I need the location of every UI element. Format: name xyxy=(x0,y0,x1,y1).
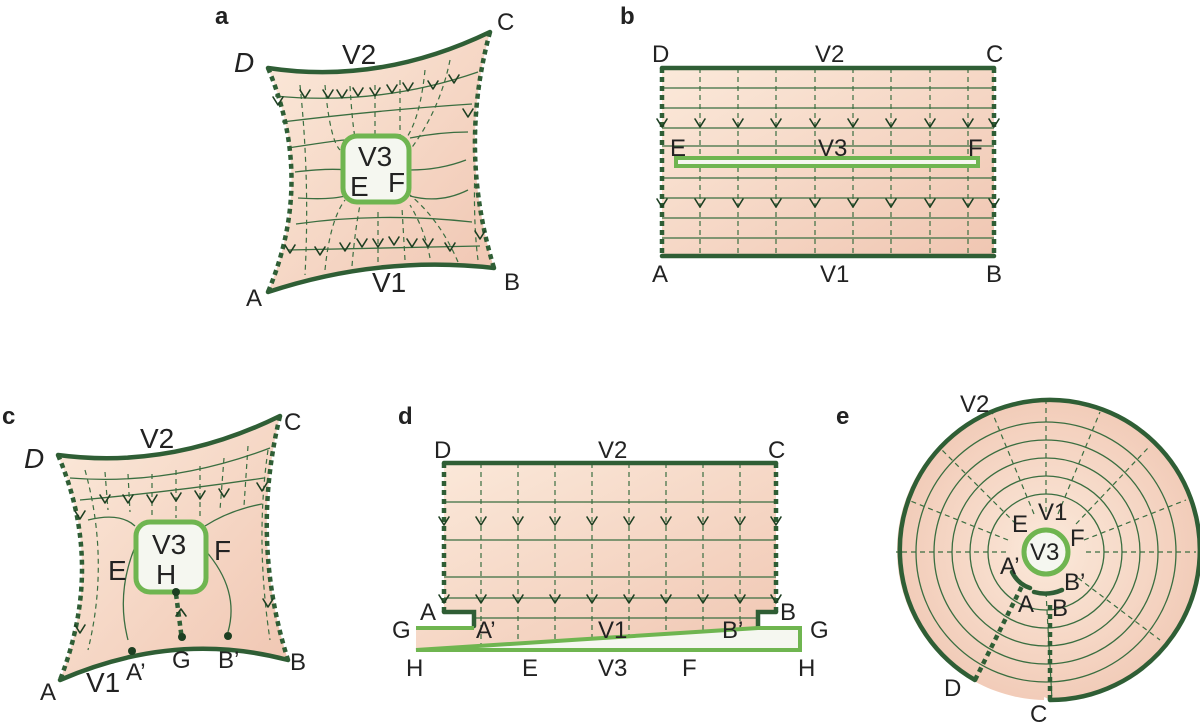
panel-a-vertex-c: C xyxy=(497,9,514,36)
panel-c-point-h xyxy=(172,588,180,596)
panel-e: e V3 V1 E F A’ B’ A B D C V2 xyxy=(836,391,1200,725)
panel-d-middle-label: V1 xyxy=(598,617,627,644)
panel-d-grid xyxy=(444,463,776,650)
panel-a-vertex-a: A xyxy=(246,285,262,312)
panel-e-label-bprime: B’ xyxy=(1064,569,1085,596)
panel-e-label-f: F xyxy=(1070,525,1085,552)
panel-c-edge-bottom xyxy=(57,646,291,683)
panel-c-edge-top xyxy=(55,413,283,461)
panel-e-label-c: C xyxy=(1030,701,1047,725)
panel-e-hole xyxy=(1021,527,1071,577)
panel-d-region xyxy=(416,463,800,650)
panel-letter-a: a xyxy=(215,3,229,30)
panel-e-outer-label: V2 xyxy=(960,391,989,418)
panel-d-top-label: V2 xyxy=(598,437,627,464)
panel-letter-c: c xyxy=(2,403,15,430)
panel-a-vertex-d: D xyxy=(234,47,254,78)
panel-c-vertex-d: D xyxy=(24,443,44,474)
panel-a-hole-label: V3 xyxy=(358,141,392,172)
panel-d-edge-a-aprime xyxy=(441,609,477,629)
panel-a-bottom-label: V1 xyxy=(372,267,406,298)
panel-d-bottom-edge xyxy=(415,626,802,652)
panel-e-label-e: E xyxy=(1012,511,1028,538)
panel-e-inner-label: V1 xyxy=(1038,499,1067,526)
panel-c-vertex-c: C xyxy=(284,409,301,436)
panel-e-edge-a-aprime xyxy=(1009,569,1033,591)
panel-c-grid xyxy=(69,445,271,651)
panel-d-label-h-left: H xyxy=(406,655,423,682)
panel-d-vertex-c: C xyxy=(768,437,785,464)
panel-c-hole-left-label: E xyxy=(108,555,127,586)
panel-e-outer-disk xyxy=(899,400,1200,700)
panel-e-label-b: B xyxy=(1052,595,1068,622)
panel-a-top-label: V2 xyxy=(342,39,376,70)
panel-letter-e: e xyxy=(836,403,849,430)
panel-c-point-aprime xyxy=(128,647,136,655)
panel-d-bottom-label: V3 xyxy=(598,655,627,682)
panel-d-label-g-left: G xyxy=(392,617,411,644)
panel-letter-d: d xyxy=(398,403,413,430)
panel-d-label-aprime: A’ xyxy=(476,617,496,644)
panel-a-edge-bottom xyxy=(265,262,497,295)
panel-c-edge-left xyxy=(55,454,85,681)
panel-b-slit-label: V3 xyxy=(818,135,847,162)
panel-d-label-e: E xyxy=(522,655,538,682)
panel-c-bottom-label: V1 xyxy=(86,667,120,698)
panel-b-vertex-a: A xyxy=(652,261,668,288)
panel-e-outer-edge xyxy=(897,397,1200,703)
panel-e-edge-b-bprime xyxy=(1031,587,1065,596)
panel-a-vertex-b: B xyxy=(504,269,520,296)
panel-a-edge-right xyxy=(472,31,497,269)
panel-letter-b: b xyxy=(620,3,635,30)
panel-b-vertex-b: B xyxy=(986,261,1002,288)
panel-c: c xyxy=(2,403,306,706)
panel-c-hole-label: V3 xyxy=(152,529,186,560)
panel-b-vertex-c: C xyxy=(986,41,1003,68)
panel-e-hole-label: V3 xyxy=(1030,539,1059,566)
panel-a-edge-top xyxy=(265,29,493,75)
panel-d-label-bprime: B’ xyxy=(722,617,743,644)
panel-c-label-bprime: B’ xyxy=(218,647,239,674)
panel-d-label-f: F xyxy=(682,655,697,682)
panel-a: a xyxy=(215,3,520,312)
panel-c-label-aprime: A’ xyxy=(126,659,146,686)
panel-d-label-h-right: H xyxy=(798,655,815,682)
panel-b-top-label: V2 xyxy=(815,41,844,68)
panel-a-hole xyxy=(340,133,412,205)
panel-c-edge-right xyxy=(264,415,291,661)
panel-c-label-g: G xyxy=(172,647,191,674)
panel-b: b E F V3 D C A B V2 V1 xyxy=(620,3,1003,288)
panel-c-point-g xyxy=(178,633,186,641)
panel-d-vertex-a: A xyxy=(420,599,436,626)
panel-a-grid xyxy=(274,59,481,276)
panel-c-cut-line xyxy=(173,593,185,641)
panel-a-edge-left xyxy=(265,67,294,293)
panel-c-vertex-b: B xyxy=(290,649,306,676)
panel-e-label-aprime: A’ xyxy=(1000,553,1020,580)
panel-e-label-d: D xyxy=(944,675,961,702)
panel-b-slit xyxy=(674,156,980,168)
panel-b-slit-right-label: F xyxy=(968,135,983,162)
panel-c-top-label: V2 xyxy=(140,423,174,454)
panel-c-vertex-a: A xyxy=(40,679,56,706)
panel-d-edge-b-bprime xyxy=(755,609,779,629)
panel-c-point-bprime xyxy=(224,632,232,640)
panel-c-hole-bottom-label: H xyxy=(156,559,176,590)
panel-d-vertex-d: D xyxy=(434,437,451,464)
panel-b-slit-left-label: E xyxy=(670,135,686,162)
panel-e-label-a: A xyxy=(1018,591,1034,618)
panel-d-label-g-right: G xyxy=(810,617,829,644)
panel-b-vertex-d: D xyxy=(652,41,669,68)
panel-d: d D C V2 A B A’ B’ V1 G G H xyxy=(392,403,829,682)
panel-c-hole xyxy=(133,519,209,595)
panel-a-hole-left-label: E xyxy=(350,171,369,202)
panel-a-hole-right-label: F xyxy=(388,167,405,198)
panel-c-hole-right-label: F xyxy=(214,535,231,566)
panel-d-vertex-b: B xyxy=(780,599,796,626)
panel-b-bottom-label: V1 xyxy=(820,261,849,288)
